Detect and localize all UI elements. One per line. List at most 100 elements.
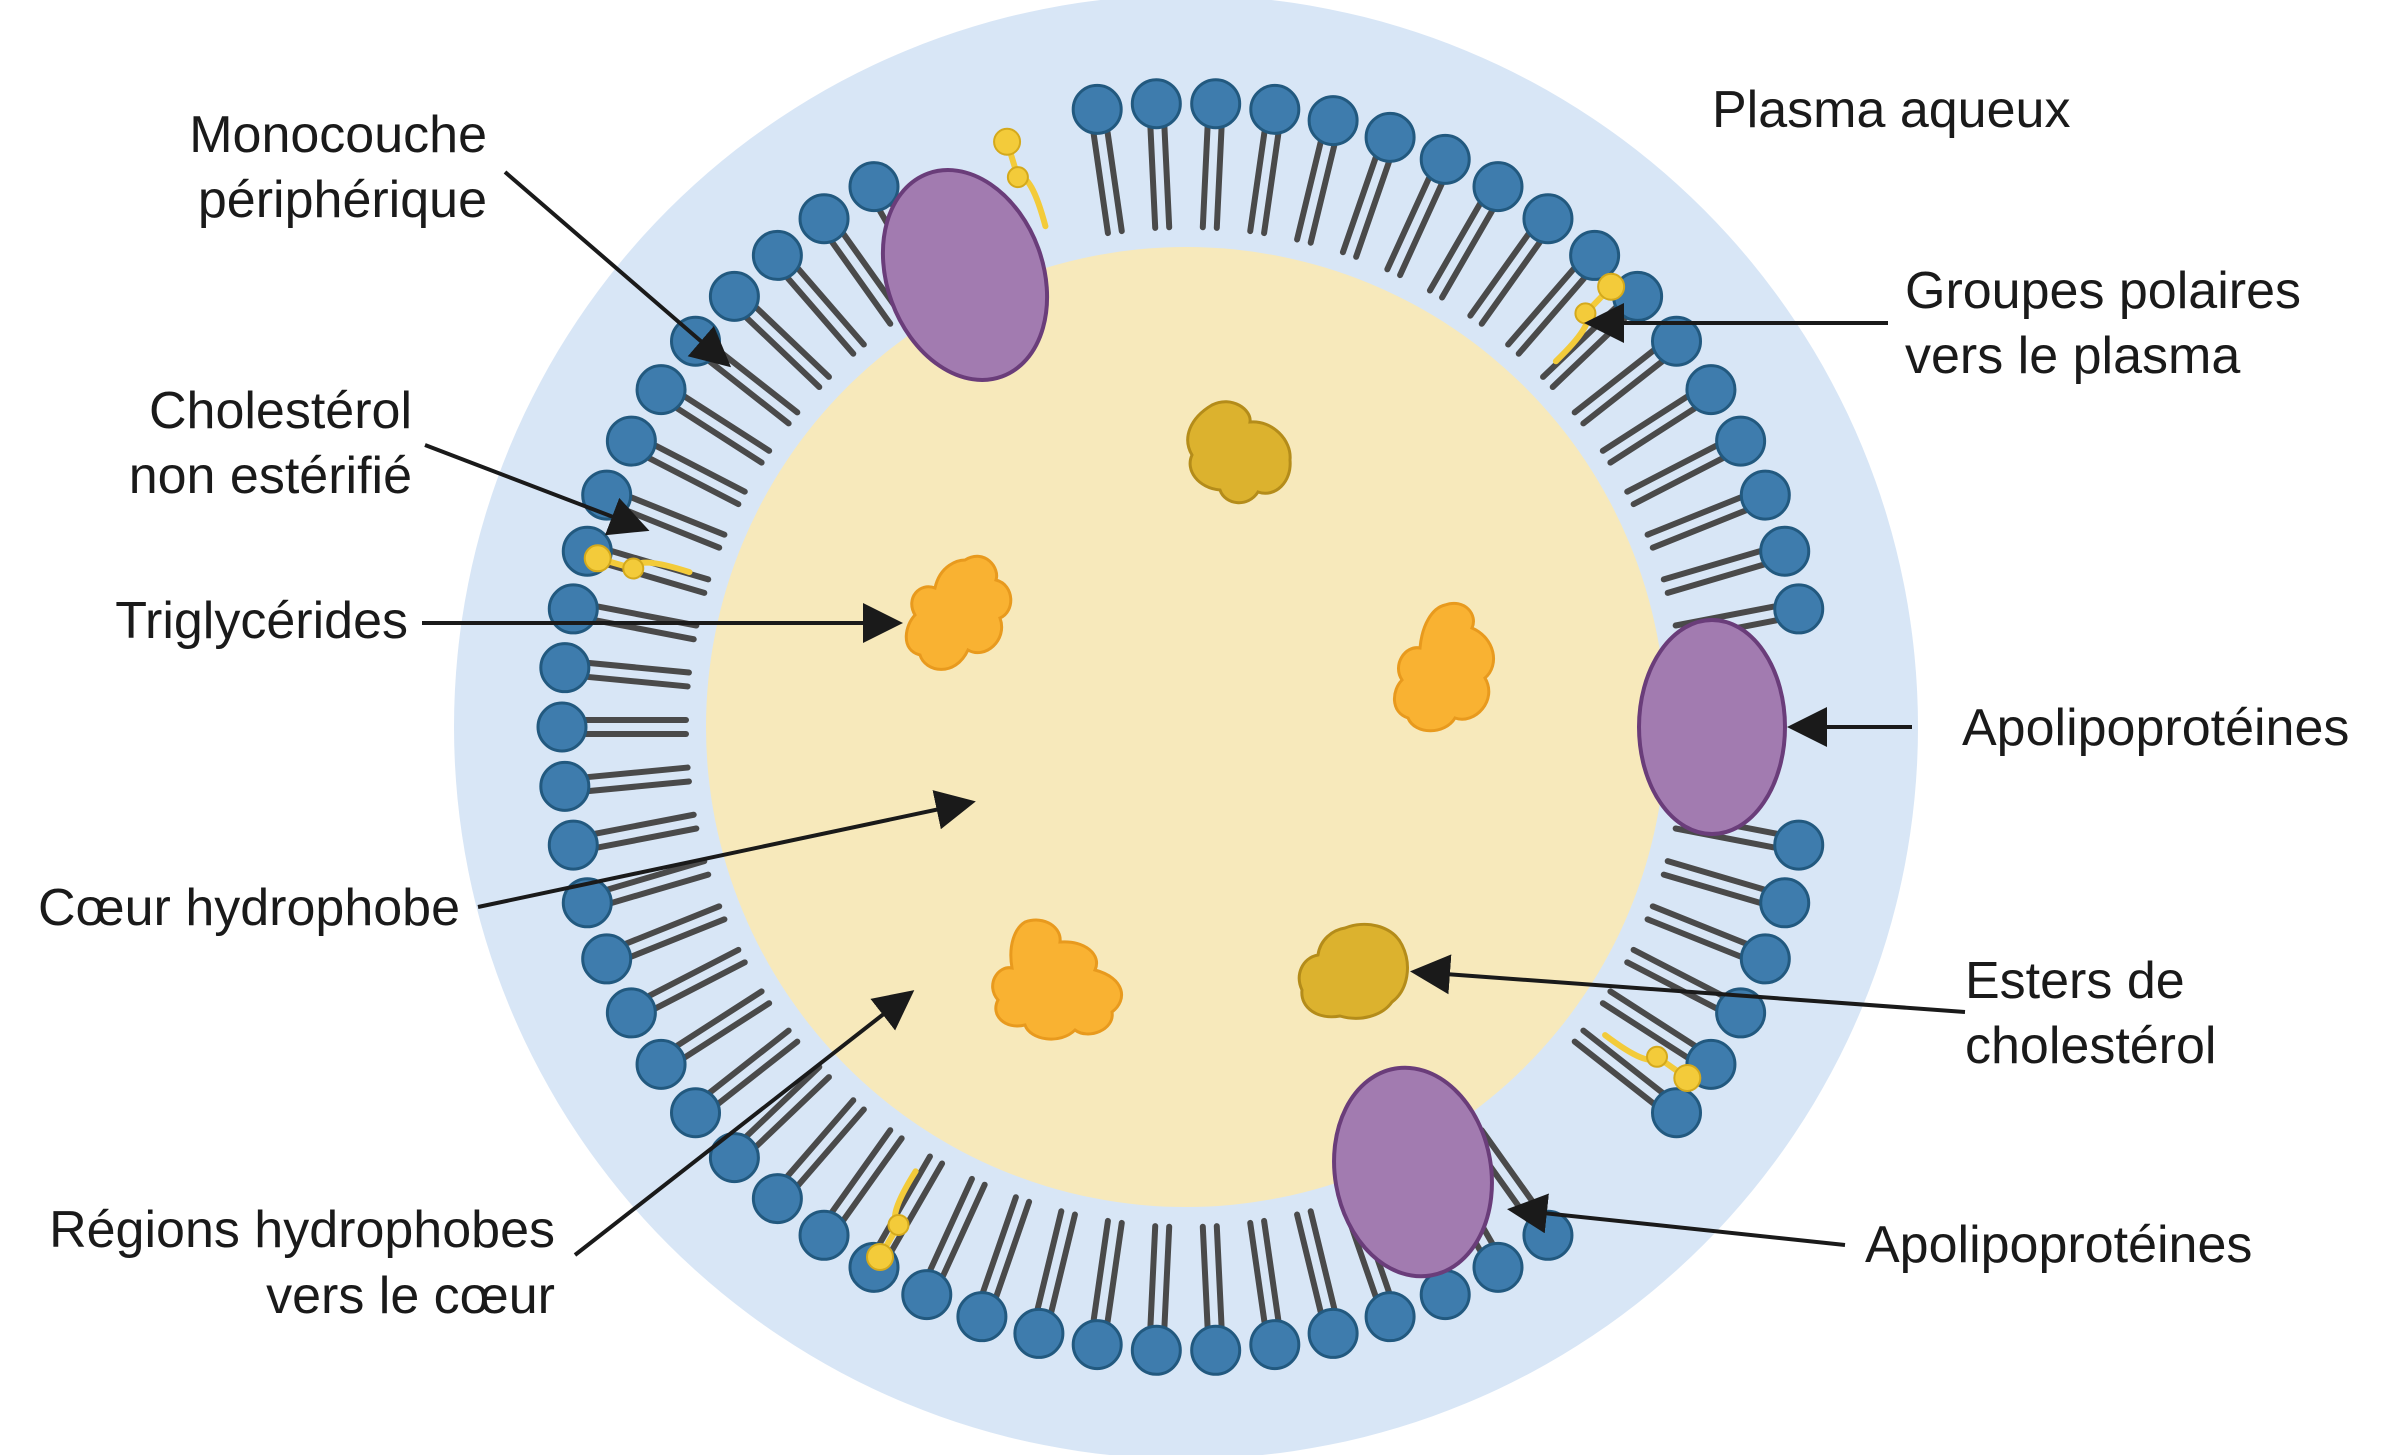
phospholipid-tail <box>1307 1208 1338 1312</box>
phospholipid-tail <box>993 1198 1033 1300</box>
phospholipid-tail <box>1307 142 1338 246</box>
phospholipid-head <box>1650 315 1702 367</box>
phospholipid-head <box>1472 161 1524 213</box>
phospholipid-head <box>798 193 850 245</box>
phospholipid-tail <box>1090 1217 1111 1323</box>
phospholipid-head <box>1130 1324 1182 1376</box>
phospholipid-head <box>1569 229 1621 281</box>
phospholipid-head <box>1130 78 1182 130</box>
phospholipid-tail <box>1213 1223 1225 1329</box>
label-hydrophobic-line2: vers le cœur <box>266 1267 555 1325</box>
phospholipid-tail <box>1261 131 1282 237</box>
phospholipid-tail <box>623 903 723 947</box>
phospholipid-tail <box>605 858 708 893</box>
cholesterol-head <box>622 557 645 580</box>
phospholipid-tail <box>707 358 792 427</box>
phospholipid-tail <box>715 347 801 416</box>
phospholipid-tail <box>646 946 742 999</box>
phospholipid-tail <box>1644 916 1744 960</box>
arrow-apolipoprotein-lower <box>1507 1193 1846 1247</box>
phospholipid-tail <box>1607 405 1698 466</box>
phospholipid-tail <box>628 916 728 960</box>
phospholipid-head <box>848 161 900 213</box>
phospholipid-head <box>1522 193 1574 245</box>
cholesteryl-ester-blob <box>1186 400 1292 505</box>
phospholipid-head <box>1773 819 1825 871</box>
apolipoprotein <box>1332 1065 1494 1279</box>
triglyceride-blob <box>1393 601 1495 733</box>
phospholipid-tail <box>707 1027 792 1096</box>
phospholipid-head <box>798 1209 850 1261</box>
label-apolipoproteins-upper: Apolipoprotéines <box>1962 699 2349 757</box>
phospholipid-tail <box>840 1135 905 1223</box>
phospholipid-head <box>1739 933 1791 985</box>
apolipoprotein <box>880 168 1050 382</box>
phospholipid-tail <box>1439 207 1496 301</box>
phospholipid-tail <box>682 1000 773 1061</box>
phospholipid-head <box>536 701 588 753</box>
phospholipid-tail <box>609 871 712 906</box>
phospholipid-head <box>1419 133 1471 185</box>
phospholipid-tail <box>1048 1211 1078 1315</box>
cholesterol-head <box>866 1243 894 1272</box>
phospholipid-tail <box>980 1194 1019 1295</box>
phospholipid-tail <box>927 1175 975 1273</box>
phospholipid-tail <box>682 393 773 454</box>
phospholipid-tail <box>1384 175 1432 273</box>
phospholipid-tail <box>1660 871 1763 906</box>
phospholipid-head <box>1307 1307 1359 1359</box>
label-plasma: Plasma aqueux <box>1712 81 2070 139</box>
phospholipid-tail <box>595 825 700 851</box>
phospholipid-head <box>1071 83 1123 135</box>
phospholipid-tail <box>1607 988 1698 1049</box>
arrow-free-cholesterol <box>424 443 650 536</box>
label-cholesteryl-esters-line1: Esters de <box>1965 952 2185 1010</box>
phospholipid-tail <box>1294 1211 1324 1315</box>
phospholipid-head <box>581 933 633 985</box>
phospholipid-tail <box>795 1106 867 1189</box>
phospholipid-tail <box>1571 347 1657 416</box>
arrow-cholesteryl-esters <box>1410 954 1966 1014</box>
phospholipid-head <box>1739 469 1791 521</box>
label-apolipoproteins-lower: Apolipoprotéines <box>1865 1216 2252 1274</box>
phospholipid-tail <box>1090 131 1111 237</box>
phospholipid-tail <box>1580 358 1665 427</box>
phospholipid-head <box>751 229 803 281</box>
phospholipid-tail <box>646 455 742 508</box>
cholesterol-head <box>1006 166 1029 189</box>
phospholipid-tail <box>1630 946 1726 999</box>
phospholipid-tail <box>829 239 894 327</box>
phospholipid-head <box>1013 1307 1065 1359</box>
phospholipid-head <box>751 1173 803 1225</box>
phospholipid-head <box>635 1038 687 1090</box>
phospholipid-tail <box>1247 129 1268 235</box>
phospholipid-tail <box>1644 494 1744 538</box>
phospholipid-tail <box>674 988 765 1049</box>
phospholipid-tail <box>784 1097 857 1179</box>
phospholipid-tail <box>652 442 748 495</box>
phospholipid-head <box>1307 95 1359 147</box>
phospholipid-head <box>1715 415 1767 467</box>
phospholipid-head <box>1364 1291 1416 1343</box>
label-polar-groups-line2: vers le plasma <box>1905 327 2240 385</box>
phospholipid-tail <box>743 315 823 391</box>
phospholipid-head <box>1522 1209 1574 1261</box>
phospholipid-tail <box>592 811 697 837</box>
phospholipid-head <box>708 1132 760 1184</box>
phospholipid-head <box>1249 1319 1301 1371</box>
phospholipid-tail <box>1649 903 1749 947</box>
phospholipid-tail <box>1339 154 1379 256</box>
phospholipid-tail <box>1664 561 1767 596</box>
phospholipid-tail <box>1580 1027 1665 1096</box>
phospholipid-tail <box>1199 124 1211 231</box>
callout-arrows <box>422 170 1966 1257</box>
phospholipid-tail <box>585 673 691 690</box>
phospholipid-tail <box>1213 125 1225 231</box>
triglyceride-blob <box>904 554 1013 671</box>
arrow-monolayer <box>503 170 732 368</box>
phospholipid-tail <box>1247 1219 1268 1325</box>
phospholipid-tail <box>1624 442 1720 495</box>
phospholipid-tail <box>1599 393 1690 454</box>
phospholipid-tail <box>940 1181 988 1279</box>
